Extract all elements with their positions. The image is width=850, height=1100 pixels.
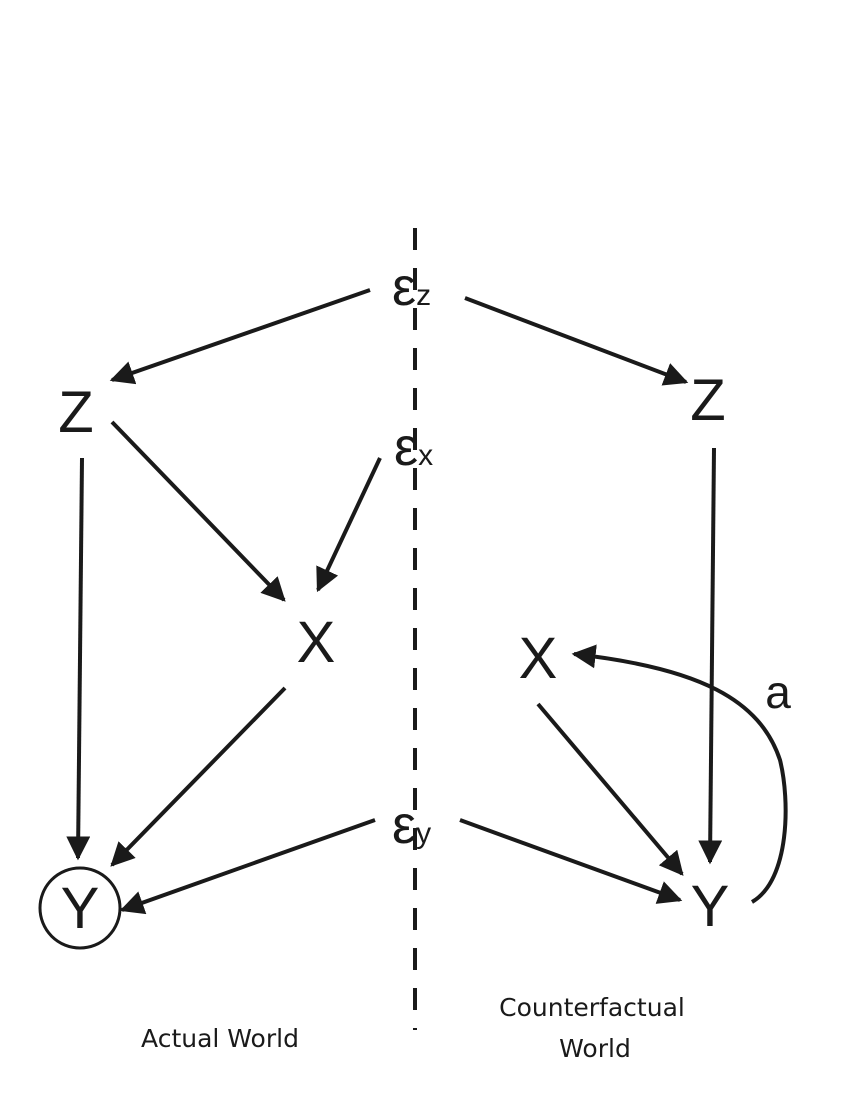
epsilon-z-symbol: ε [392,257,416,317]
epsilon-x-node: εx [394,417,433,477]
edge-epsz-to-actual-z [109,288,371,385]
intervention-label: a [765,666,791,718]
epsilon-z-subscript: z [416,279,431,312]
counterfactual-world-caption-line2: World [559,1034,631,1063]
actual-x-node: X [297,610,336,675]
edge-epsx-to-actual-x [316,457,382,593]
edge-actual-x-to-actual-y [110,686,287,867]
counterfactual-world-caption-line1: Counterfactual [499,993,685,1022]
actual-y-circle [38,866,122,950]
edge-actual-z-to-actual-x [110,420,286,602]
epsilon-z-node: εz [392,257,431,317]
actual-y-node: Y [61,876,100,941]
cf-z-node: Z [690,368,725,433]
cf-x-node: X [519,626,558,691]
epsilon-y-node: εy [392,795,431,855]
edge-cf-z-to-cf-y [698,447,723,865]
actual-z-node: Z [58,380,93,445]
cf-y-node: Y [691,874,730,939]
edge-actual-z-to-actual-y [66,457,91,861]
edge-cf-y-to-cf-x-curved [571,644,788,904]
epsilon-y-subscript: y [416,817,431,850]
epsilon-x-symbol: ε [394,417,418,477]
edge-epsy-to-cf-y [459,818,683,904]
actual-world-caption: Actual World [141,1024,299,1053]
edge-epsy-to-actual-y [119,818,376,915]
edge-cf-x-to-cf-y [536,702,684,876]
edge-epsz-to-cf-z [464,296,689,386]
epsilon-y-symbol: ε [392,795,416,855]
epsilon-x-subscript: x [418,439,433,472]
